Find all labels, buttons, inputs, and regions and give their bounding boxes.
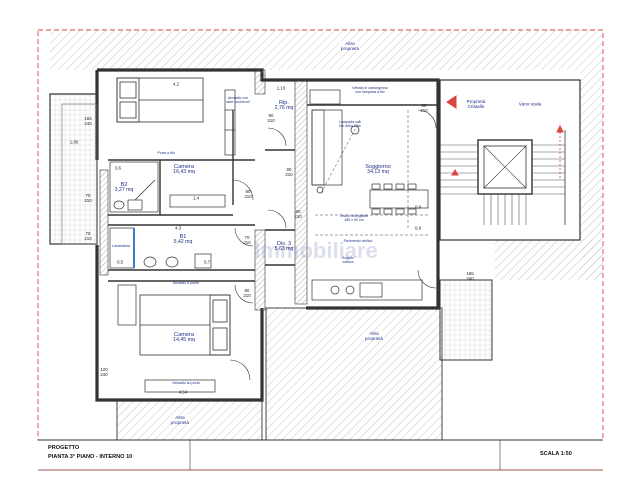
- room-disimpegno: Dis. 3 5,63 mq: [274, 241, 294, 252]
- room-name: Dis. 3: [276, 241, 292, 247]
- column-2: [294, 79, 308, 305]
- right-lower-neighbour: [495, 240, 603, 280]
- right-balcony: [439, 279, 493, 361]
- bathroom-b2-fixtures: [109, 161, 159, 213]
- room-area: 5,42 mq: [173, 239, 193, 245]
- note-porta-filo: Porta a filo: [157, 151, 175, 155]
- note-armadio-ponte: Armadio a ponte: [172, 281, 200, 285]
- bed-top: [116, 77, 204, 123]
- dim-living-2: 0,9: [414, 225, 422, 231]
- room-name: Camera: [174, 332, 194, 338]
- dim-door-2: 80 210: [267, 113, 275, 123]
- interior-walls: [108, 104, 438, 282]
- bathroom-b1-fixtures: [109, 227, 212, 269]
- ceiling-lamp: [316, 186, 324, 194]
- scale-label: SCALA 1:50: [540, 451, 572, 457]
- dim-window-3: 120 240: [100, 367, 108, 377]
- room-camera-1: Camera 16,43 mq: [173, 164, 195, 175]
- top-neighbour-area: [50, 30, 602, 70]
- stairwell: [439, 79, 581, 241]
- dim-door-4: 80 210: [294, 209, 302, 219]
- column-1: [254, 69, 266, 95]
- entrance-arrows: [446, 95, 564, 180]
- dim-balcony-width: 1,80: [69, 139, 79, 145]
- bed-bottom: [139, 294, 231, 356]
- room-soggiorno: Soggiorno 34,13 mq: [365, 164, 391, 175]
- dim-living-1: 0,9: [414, 204, 422, 210]
- door-swings: [229, 109, 437, 381]
- room-bagno-b1: B1 5,42 mq: [173, 234, 193, 245]
- note-lavanderia: Lavanderia: [112, 244, 130, 248]
- dim-wc-width: 1,4: [192, 195, 200, 201]
- wardrobe-top: [224, 89, 236, 156]
- dim-door-6: 70 210: [84, 231, 92, 241]
- label-proprieta-cristallo: Proprietà Cristallo: [466, 99, 486, 109]
- dim-door-7: 70 210: [243, 235, 251, 245]
- desk-top: [169, 194, 226, 208]
- label-altra-proprieta-bottom: Altra proprietà: [169, 415, 191, 425]
- note-pavimento: Pavimento vinilico: [343, 239, 373, 243]
- note-armadio-porta: Armadio su porta: [172, 381, 200, 385]
- note-lampada: Lampada con fori della Flos: [339, 120, 361, 128]
- room-area: 14,45 mq: [173, 337, 195, 343]
- dashed-guides: [315, 110, 430, 236]
- dim-small-3: 0,7: [203, 259, 211, 265]
- dim-small-1: 0,6: [114, 165, 122, 171]
- room-camera-2: Camera 14,45 mq: [173, 332, 195, 343]
- label-altra-proprieta-center: Altra proprietà: [363, 331, 385, 341]
- dim-window-1: 80 210: [420, 103, 428, 113]
- note-angolo-cottura: Angolo cottura: [342, 256, 354, 264]
- room-name: Camera: [174, 164, 194, 170]
- note-vetrata: Vetrata in cartongesso con lampada a fil…: [352, 86, 388, 94]
- note-armadio-scorrevoli: Armadio con ante scorrevoli: [226, 96, 250, 104]
- room-area: 34,13 mq: [367, 169, 389, 175]
- balcony: [49, 93, 98, 245]
- living-furniture: [309, 89, 429, 301]
- dim-window-2: 165 240: [466, 271, 474, 281]
- dim-door-3: 80 210: [285, 167, 293, 177]
- column-4: [99, 169, 109, 276]
- watermark: Immobiliare: [254, 238, 377, 263]
- dim-bottom-bed: 4,54: [178, 389, 188, 395]
- drawing-title: PIANTA 3° PIANO - INTERNO 10: [48, 454, 133, 460]
- dim-bagno-width: 4,3: [174, 225, 182, 231]
- project-label: PROGETTO: [48, 445, 80, 451]
- room-area: 5,63 mq: [274, 246, 294, 252]
- bottom-center-neighbour: [265, 307, 443, 441]
- dim-small-2: 0,5: [116, 259, 124, 265]
- room-ripostiglio: Rip. 2,76 mq: [274, 100, 294, 111]
- label-vano-scala: Vano scala: [518, 101, 542, 107]
- wardrobe-bottom-2: [117, 284, 137, 326]
- room-name: Rip.: [279, 100, 289, 106]
- dim-top-bed: 4,2: [172, 81, 180, 87]
- right-neighbour: [580, 70, 603, 280]
- dim-rip-width: 1,16: [276, 85, 286, 91]
- dim-door-8: 80 210: [243, 288, 251, 298]
- room-bagno-b2: B2 3,27 mq: [114, 182, 134, 193]
- dim-door-1: 80 210: [244, 189, 252, 199]
- room-area: 2,76 mq: [274, 105, 294, 111]
- room-name: B1: [179, 234, 187, 240]
- room-area: 3,27 mq: [114, 187, 134, 193]
- room-name: B2: [120, 182, 128, 188]
- note-tavolo: Tavolo allungabile 180 x 90 cm: [339, 214, 369, 222]
- label-altra-proprieta-top: Altra proprietà: [339, 41, 361, 51]
- dim-door-5: 70 210: [84, 193, 92, 203]
- room-area: 16,43 mq: [173, 169, 195, 175]
- dim-balcony-window: 165 240: [84, 116, 92, 126]
- room-name: Soggiorno: [365, 164, 391, 170]
- wardrobe-bottom: [144, 379, 216, 393]
